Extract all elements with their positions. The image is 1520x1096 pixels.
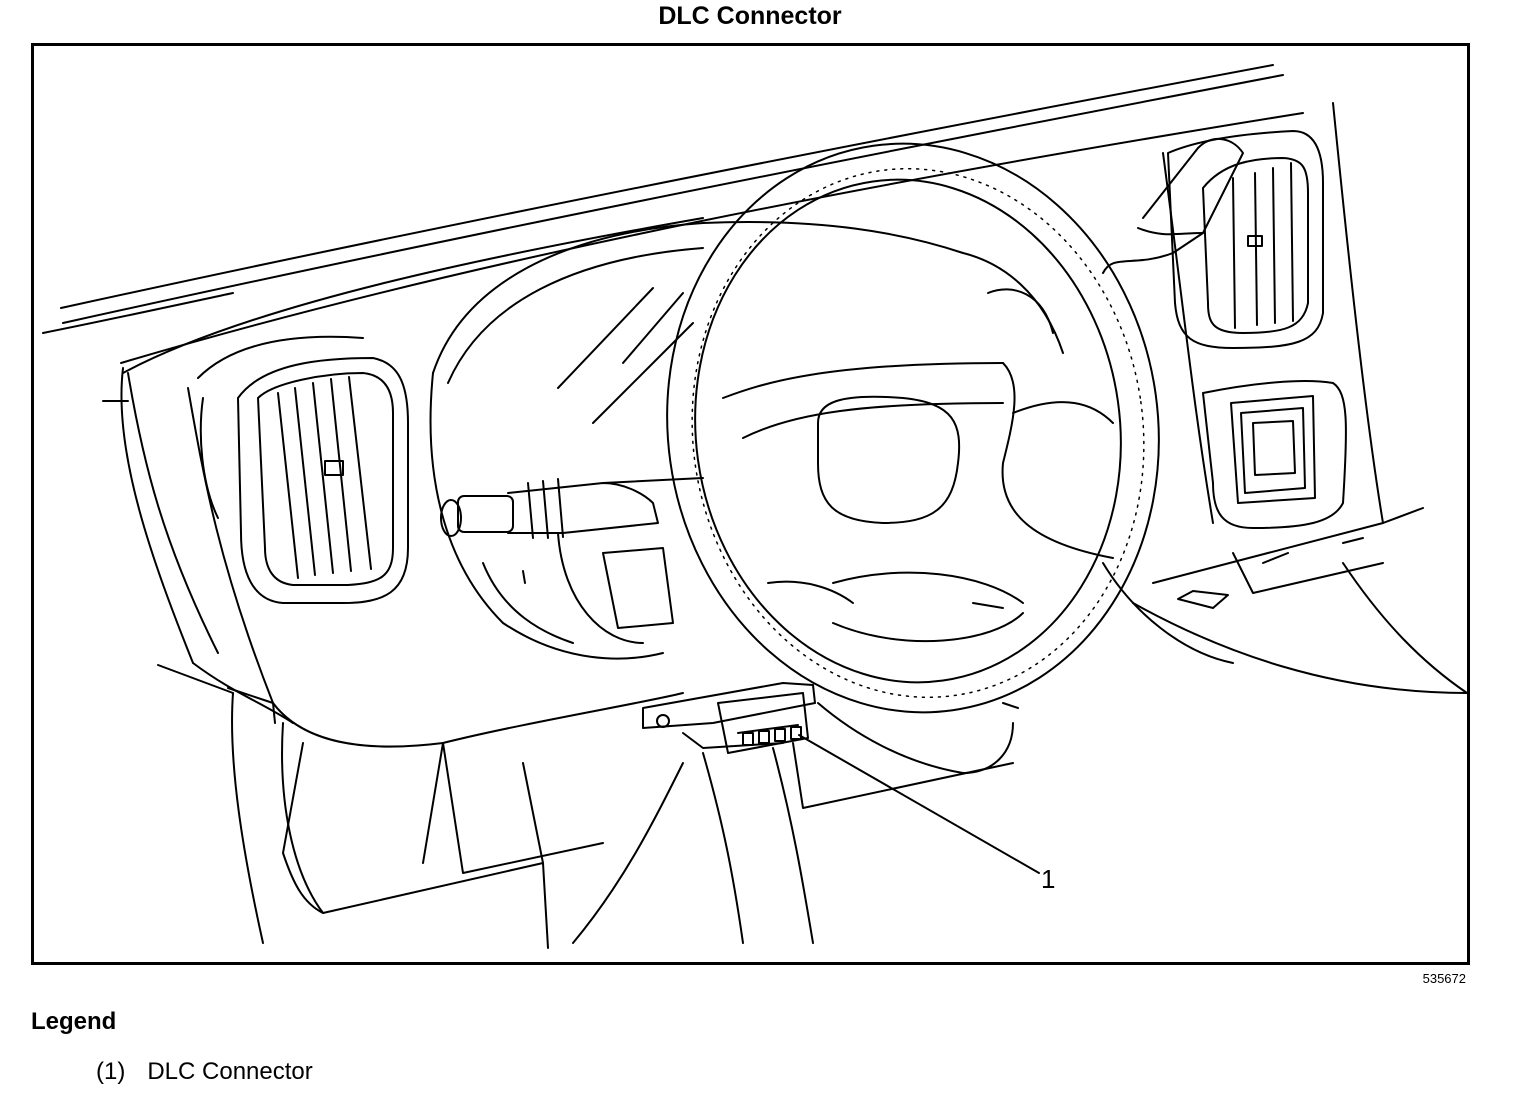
figure-id: 535672 bbox=[1422, 971, 1466, 986]
callout-1: 1 bbox=[798, 734, 1055, 894]
lower-dash-and-dlc bbox=[642, 682, 1019, 944]
left-dash-panel bbox=[102, 335, 684, 748]
dashboard-line-art: 1 bbox=[42, 64, 1467, 949]
diagram-title: DLC Connector bbox=[658, 2, 842, 30]
lower-left-panels bbox=[231, 692, 684, 949]
legend-item: (1) DLC Connector bbox=[96, 1058, 313, 1086]
steering-column bbox=[440, 477, 704, 644]
steering-wheel bbox=[666, 142, 1160, 714]
dashboard-illustration: 1 bbox=[31, 43, 1470, 965]
left-air-vent bbox=[199, 357, 409, 604]
legend-item-number: (1) bbox=[96, 1058, 126, 1085]
legend-heading: Legend bbox=[31, 1008, 117, 1035]
legend-item-label: DLC Connector bbox=[147, 1058, 313, 1085]
right-dash-panel bbox=[1102, 102, 1467, 694]
dash-top-lines bbox=[42, 64, 1304, 374]
legend-list: (1) DLC Connector bbox=[96, 1058, 313, 1086]
instrument-cluster-hood bbox=[429, 221, 964, 660]
callout-number-1: 1 bbox=[1041, 864, 1055, 894]
